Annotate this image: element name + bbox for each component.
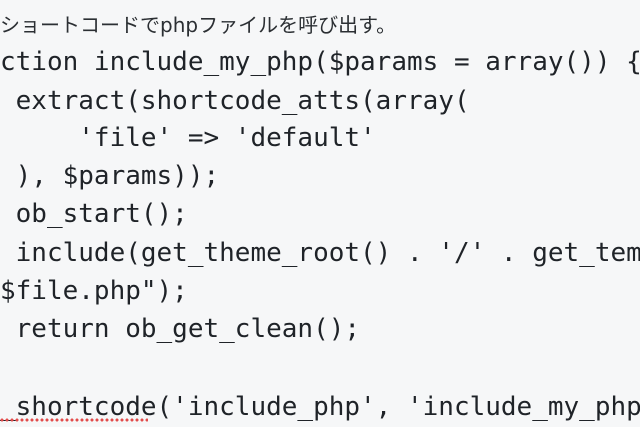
- code-line-extract: extract(shortcode_atts(array(: [0, 86, 470, 116]
- code-line-ob-start: ob_start();: [0, 199, 188, 229]
- code-line-params-close: ), $params));: [0, 161, 220, 191]
- code-line-file-php: $file.php");: [0, 276, 188, 306]
- code-line-include: include(get_theme_root() . '/' . get_tem…: [0, 238, 640, 268]
- code-line-function-definition: ction include_my_php($params = array()) …: [0, 47, 640, 77]
- code-line-file-default: 'file' => 'default': [0, 123, 376, 153]
- code-comment-line: ショートコードでphpファイルを呼び出す。: [0, 13, 397, 37]
- code-line-add-shortcode: _shortcode('include_php', 'include_my_ph…: [0, 392, 640, 422]
- code-line-return: return ob_get_clean();: [0, 314, 361, 344]
- spellcheck-underline: [0, 418, 148, 422]
